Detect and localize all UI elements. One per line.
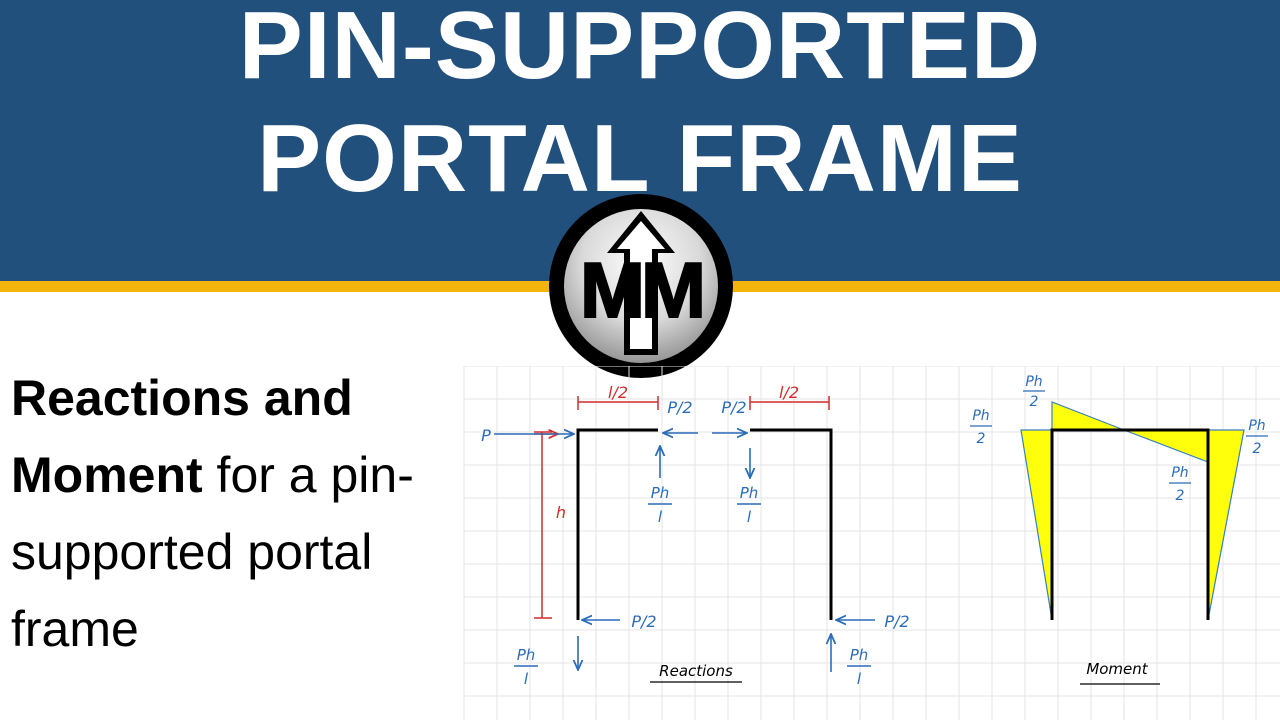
moment-caption: Moment — [1086, 660, 1148, 678]
svg-text:Ph: Ph — [1171, 465, 1188, 481]
ph-fraction-4: Ph l — [847, 646, 871, 688]
ph-fraction-1: Ph l — [648, 484, 672, 526]
moment-fill — [1020, 401, 1245, 621]
moment-frame — [1050, 428, 1210, 620]
svg-text:2: 2 — [1253, 441, 1262, 457]
right-half-frame — [750, 428, 833, 620]
title-line-2: PORTAL FRAME — [257, 105, 1023, 212]
applied-load-label: P — [481, 426, 491, 445]
title-line-1: PIN-SUPPORTED — [238, 0, 1042, 99]
grid-paper — [463, 366, 1280, 720]
frame-diagram: l/2 l/2 h P P/2 P/2 P/2 P/2 Ph l Ph l Ph… — [463, 366, 1280, 720]
left-half-frame — [576, 428, 658, 620]
moment-label-top: Ph 2 — [1023, 374, 1045, 410]
svg-text:Ph: Ph — [651, 484, 670, 502]
svg-text:l: l — [658, 508, 663, 526]
force-arrows — [494, 433, 875, 672]
half-span-label-right: l/2 — [779, 383, 799, 402]
svg-text:Ph: Ph — [1025, 374, 1042, 390]
svg-text:Ph: Ph — [972, 408, 989, 424]
svg-text:Ph: Ph — [1248, 418, 1265, 434]
half-load-label-2: P/2 — [721, 398, 746, 417]
half-span-label-left: l/2 — [608, 383, 628, 402]
logo: MM — [549, 194, 733, 378]
svg-text:Ph: Ph — [850, 646, 869, 664]
svg-text:2: 2 — [1176, 488, 1185, 504]
height-label: h — [556, 503, 566, 522]
ph-fraction-2: Ph l — [737, 484, 761, 526]
svg-text:l: l — [857, 670, 862, 688]
logo-text: MM — [580, 246, 702, 334]
subtitle-bold: Reactions and Moment — [11, 370, 353, 503]
up-arrow-icon — [607, 211, 675, 355]
half-load-label-1: P/2 — [667, 398, 692, 417]
subtitle: Reactions and Moment for a pin-supported… — [11, 360, 491, 668]
moment-label-left: Ph 2 — [970, 408, 992, 447]
dimension-lines — [534, 396, 830, 619]
moment-label-mid: Ph 2 — [1169, 465, 1191, 504]
subtitle-rest: for a pin-supported portal frame — [11, 447, 414, 657]
svg-text:2: 2 — [977, 431, 986, 447]
svg-text:Ph: Ph — [740, 484, 759, 502]
svg-text:Ph: Ph — [517, 646, 536, 664]
svg-text:2: 2 — [1030, 394, 1039, 410]
half-load-label-4: P/2 — [884, 612, 909, 631]
ph-fraction-3: Ph l — [514, 646, 538, 688]
half-load-label-3: P/2 — [631, 612, 656, 631]
moment-label-right: Ph 2 — [1246, 418, 1268, 457]
svg-text:l: l — [524, 670, 529, 688]
svg-text:l: l — [747, 508, 752, 526]
reactions-caption: Reactions — [659, 662, 733, 680]
